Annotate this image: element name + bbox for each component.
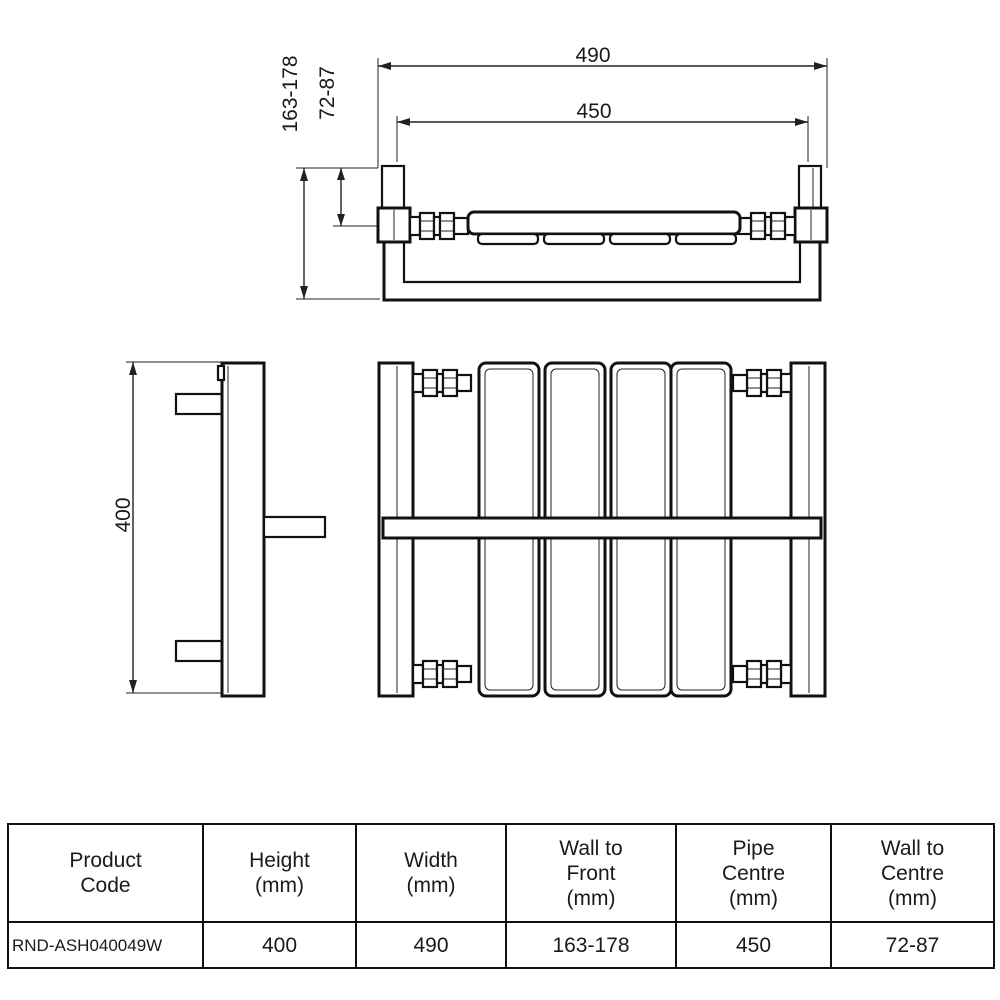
table-header-row: Product Code Height (mm) Width (mm) Wall… xyxy=(7,823,995,923)
header-width: Width (mm) xyxy=(355,823,507,923)
spec-table: Product Code Height (mm) Width (mm) Wall… xyxy=(7,823,995,969)
dim-wall-to-centre: 72-87 xyxy=(316,66,339,120)
header-wall-to-front: Wall to Front (mm) xyxy=(505,823,677,923)
front-view xyxy=(377,361,827,698)
dim-height: 400 xyxy=(112,497,135,532)
cell-product-code: RND-ASH040049W xyxy=(7,921,204,969)
header-pipe-centre: Pipe Centre (mm) xyxy=(675,823,832,923)
table-row: RND-ASH040049W 400 490 163-178 450 72-87 xyxy=(7,921,995,969)
cell-wall-to-front: 163-178 xyxy=(505,921,677,969)
header-height: Height (mm) xyxy=(202,823,357,923)
cell-width: 490 xyxy=(355,921,507,969)
plan-view: 490 450 163-178 72-87 xyxy=(279,44,829,302)
cell-wall-to-centre: 72-87 xyxy=(830,921,995,969)
dim-pipe-centre: 450 xyxy=(576,100,611,123)
cell-pipe-centre: 450 xyxy=(675,921,832,969)
dim-overall-width: 490 xyxy=(575,44,610,67)
side-view: 400 xyxy=(112,361,327,698)
cell-height: 400 xyxy=(202,921,357,969)
header-wall-to-centre: Wall to Centre (mm) xyxy=(830,823,995,923)
technical-drawing: 490 450 163-178 72-87 xyxy=(112,44,829,698)
header-product-code: Product Code xyxy=(7,823,204,923)
dim-wall-to-front: 163-178 xyxy=(279,55,302,132)
